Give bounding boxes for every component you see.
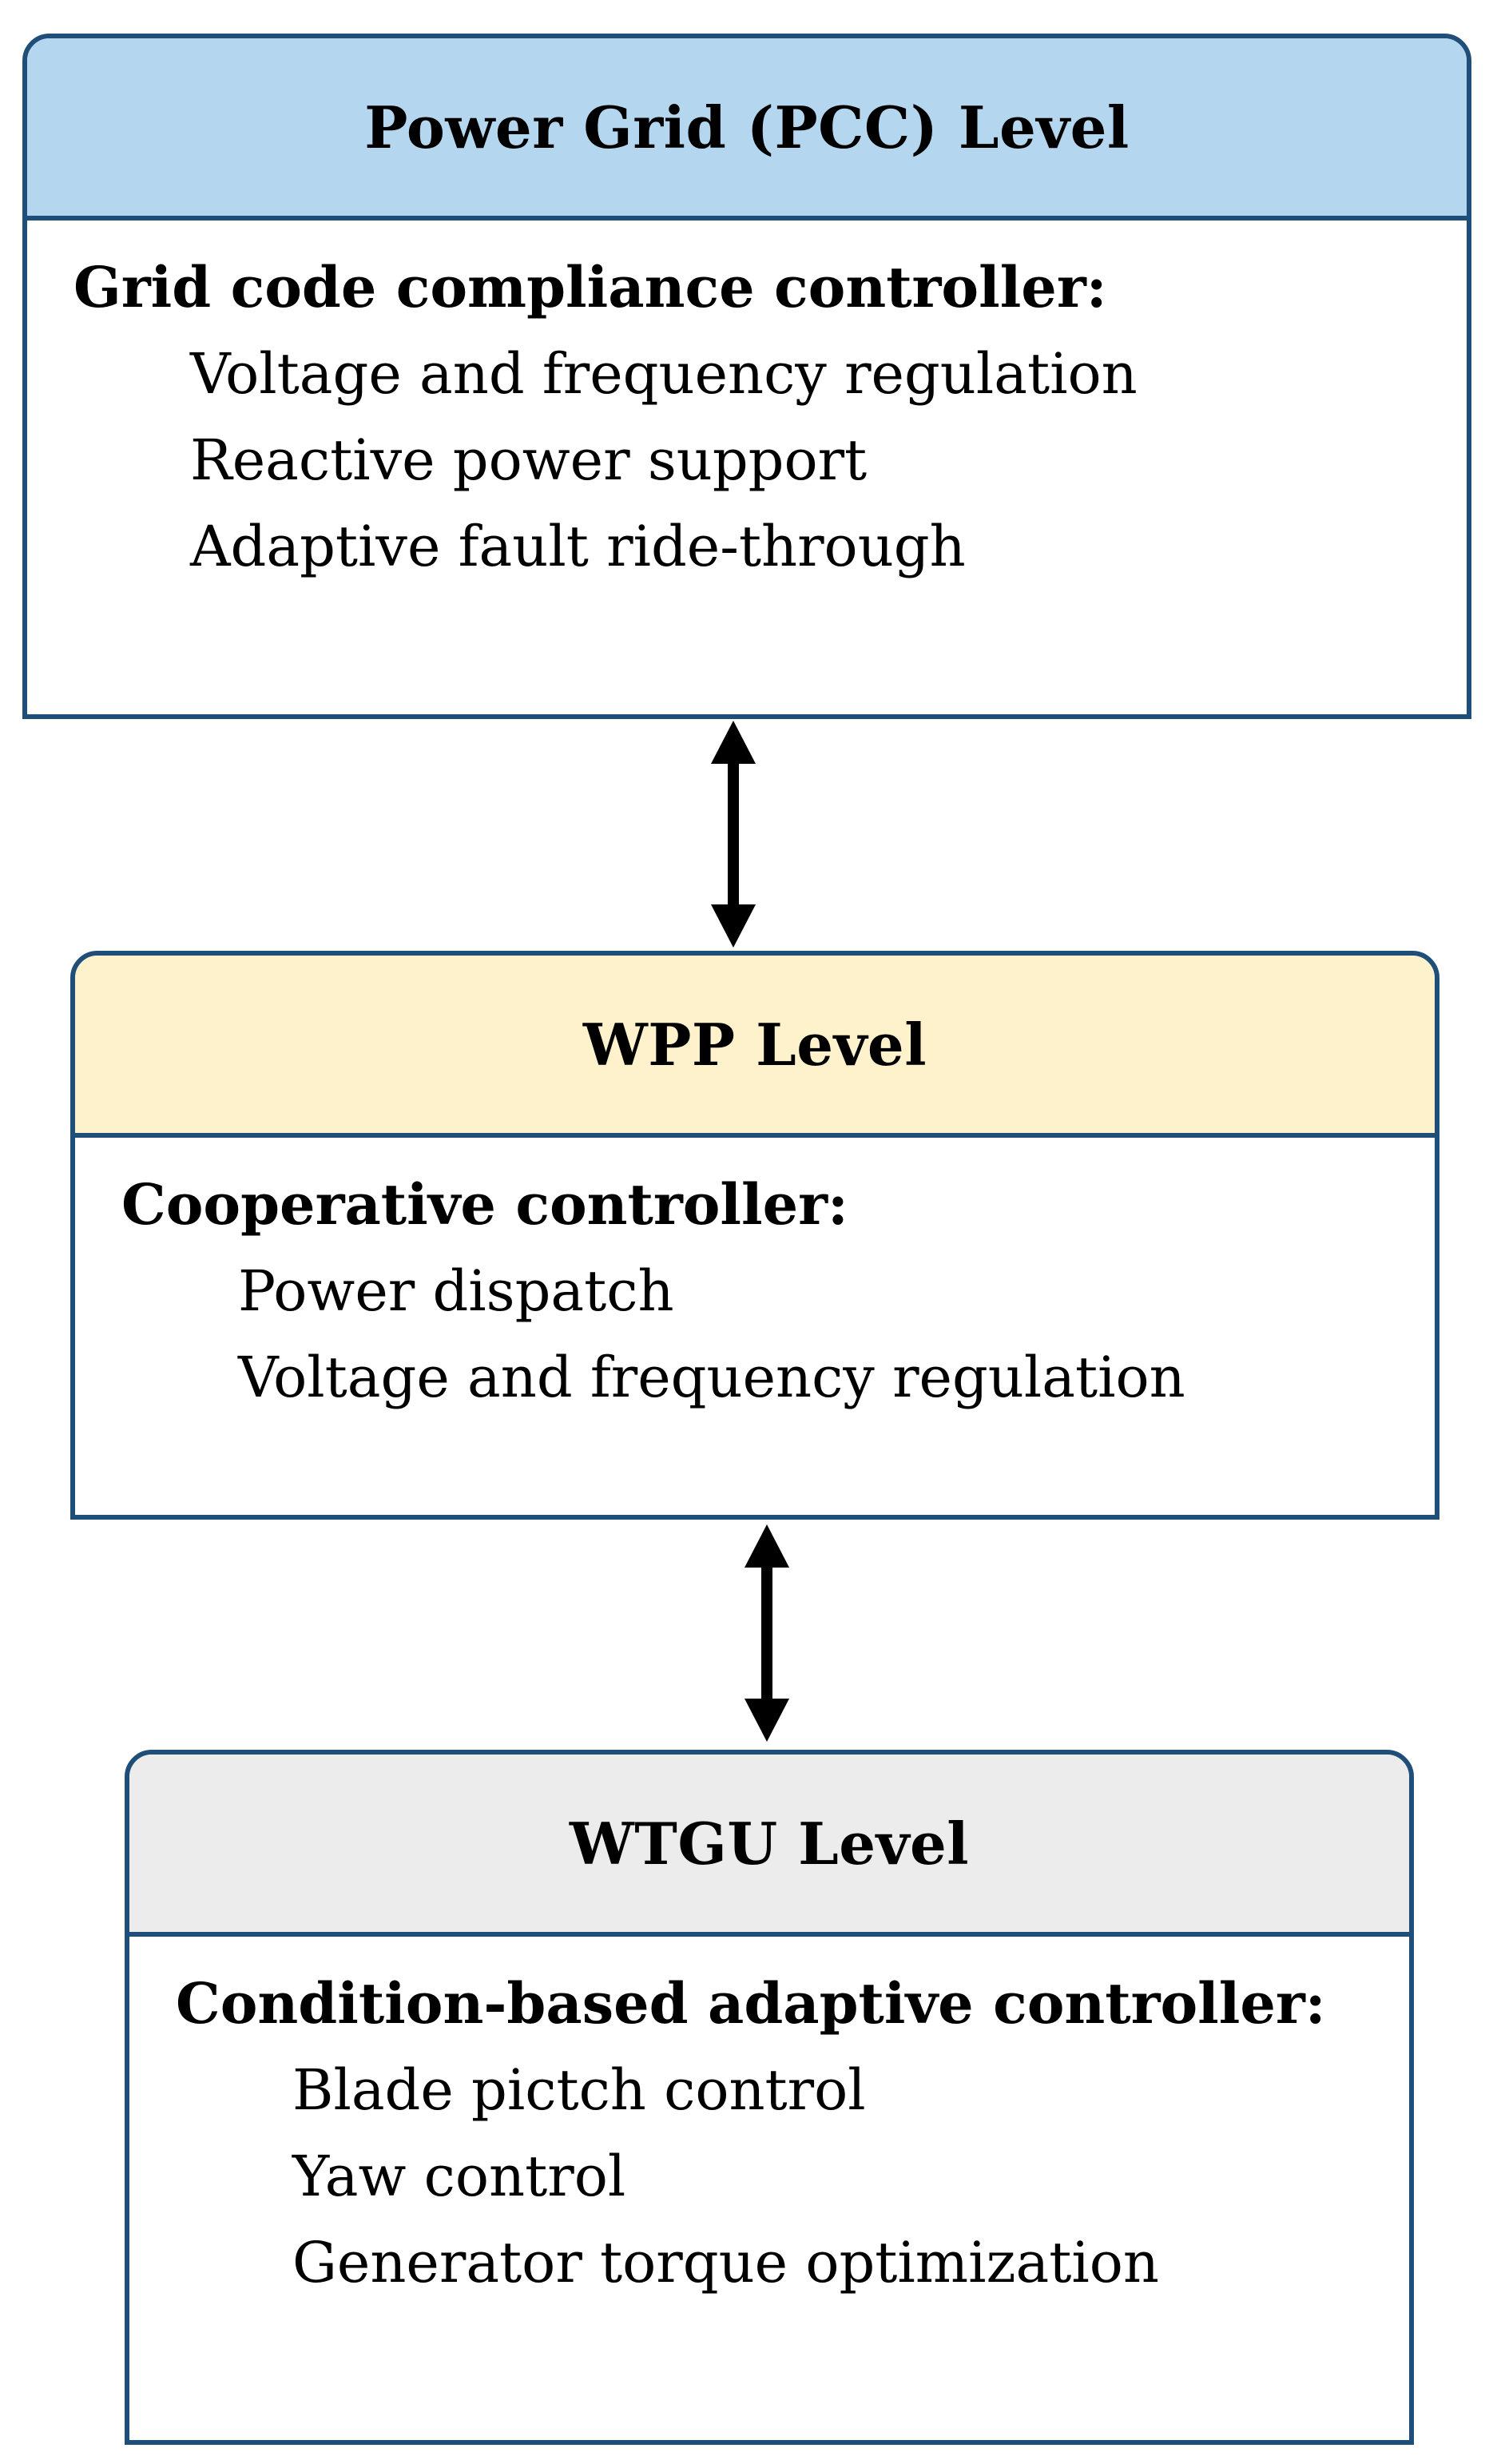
power-grid-level-body: Grid code compliance controller: Voltage… (73, 244, 1451, 590)
grid-code-controller-title: Grid code compliance controller: (73, 254, 1107, 320)
cooperative-controller-functions: Power dispatch Voltage and frequency reg… (121, 1248, 1419, 1421)
grid-code-controller-functions: Voltage and frequency regulation Reactiv… (73, 331, 1451, 590)
wtgu-level-header: WTGU Level (129, 1755, 1409, 1937)
function-item: Reactive power support (190, 427, 868, 493)
wtgu-level-box: WTGU Level Condition-based adaptive cont… (125, 1750, 1414, 2445)
cooperative-controller-title: Cooperative controller: (121, 1171, 848, 1238)
arrow-grid-wpp (711, 721, 756, 948)
power-grid-level-box: Power Grid (PCC) Level Grid code complia… (22, 34, 1471, 719)
function-item: Voltage and frequency regulation (190, 341, 1138, 407)
function-item: Generator torque optimization (292, 2230, 1159, 2295)
function-item: Yaw control (292, 2144, 626, 2209)
condition-based-controller-functions: Blade pictch control Yaw control Generat… (176, 2047, 1393, 2306)
function-item: Adaptive fault ride-through (190, 514, 966, 579)
condition-based-controller-title: Condition-based adaptive controller: (176, 1970, 1326, 2037)
function-item: Power dispatch (238, 1258, 674, 1324)
wpp-level-box: WPP Level Cooperative controller: Power … (70, 951, 1439, 1520)
power-grid-level-header: Power Grid (PCC) Level (27, 38, 1467, 221)
function-item: Voltage and frequency regulation (238, 1345, 1185, 1410)
wtgu-level-body: Condition-based adaptive controller: Bla… (176, 1961, 1393, 2306)
wpp-level-header: WPP Level (75, 956, 1435, 1138)
wpp-level-body: Cooperative controller: Power dispatch V… (121, 1162, 1419, 1421)
arrow-wpp-wtgu (745, 1524, 789, 1742)
function-item: Blade pictch control (292, 2057, 866, 2123)
